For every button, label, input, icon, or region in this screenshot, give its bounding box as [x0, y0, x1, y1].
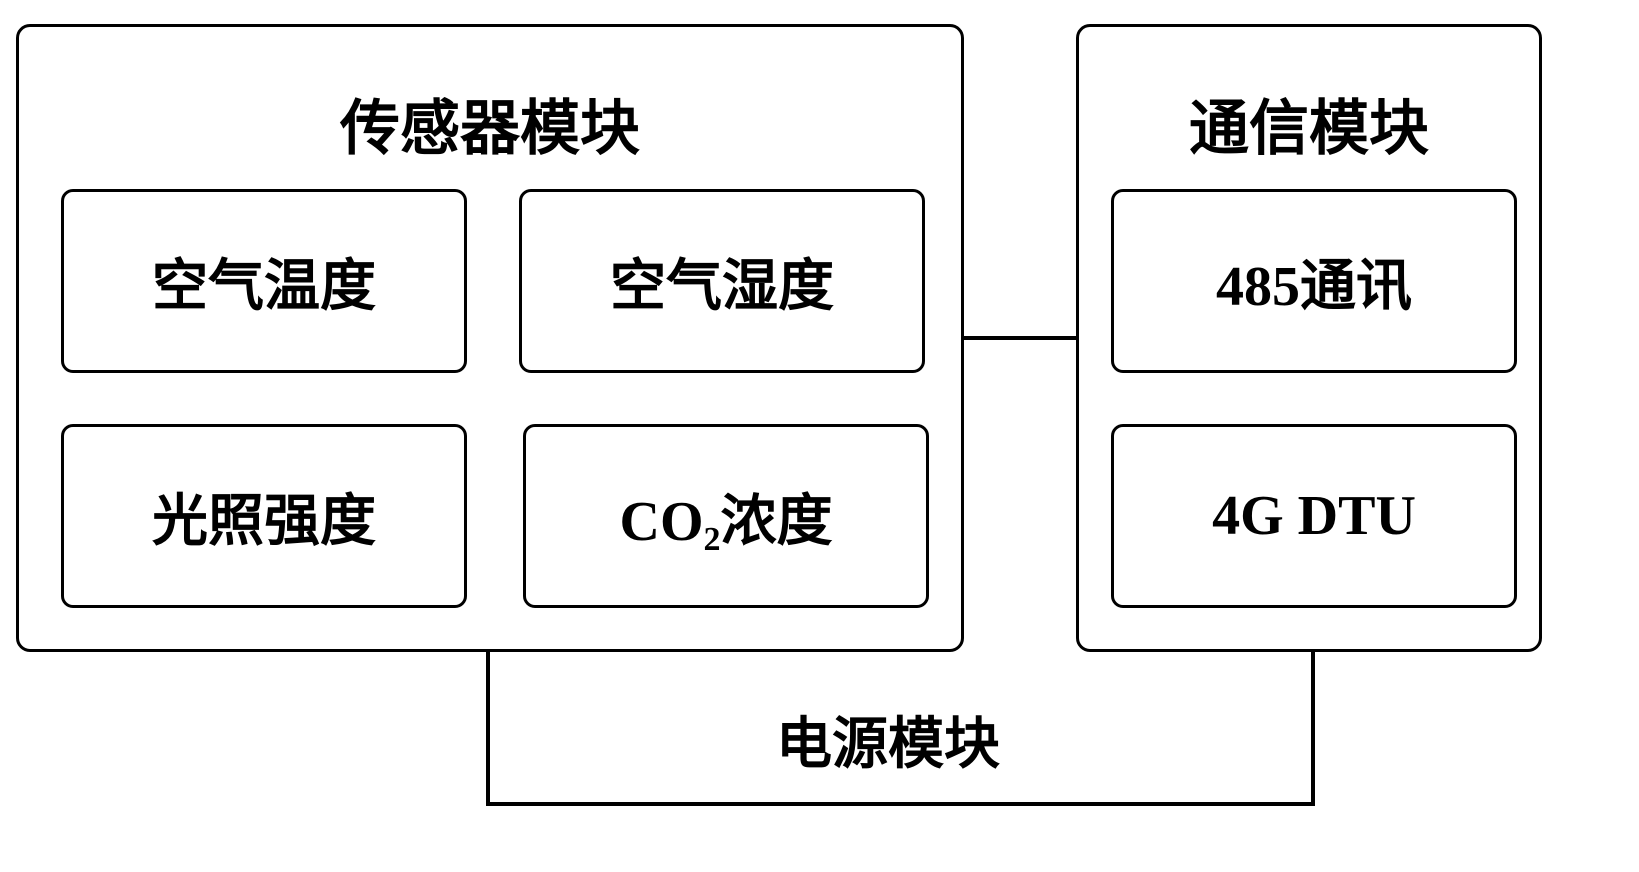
sensor-co2-concentration: CO2浓度 — [523, 424, 929, 608]
comm-module-box: 通信模块 485通讯 4G DTU — [1076, 24, 1542, 652]
comm-485-label: 485通讯 — [1216, 255, 1412, 318]
comm-4g-dtu-label: 4G DTU — [1212, 485, 1416, 547]
power-bottom-line — [486, 802, 1315, 806]
sensor-air-temperature: 空气温度 — [61, 189, 467, 373]
sensor-comm-connector — [964, 336, 1076, 340]
power-right-line — [1311, 652, 1315, 806]
comm-4g-dtu: 4G DTU — [1111, 424, 1517, 608]
co2-suffix: 浓度 — [720, 487, 833, 554]
comm-485: 485通讯 — [1111, 189, 1517, 373]
sensor-air-humidity-label: 空气湿度 — [610, 252, 834, 319]
comm-module-title: 通信模块 — [1189, 94, 1429, 164]
sensor-air-humidity: 空气湿度 — [519, 189, 925, 373]
sensor-light-intensity: 光照强度 — [61, 424, 467, 608]
sensor-light-intensity-label: 光照强度 — [152, 487, 376, 554]
co2-subscript: 2 — [703, 520, 721, 558]
co2-prefix: CO — [619, 490, 704, 553]
sensor-module-box: 传感器模块 空气温度 空气湿度 光照强度 CO2浓度 — [16, 24, 964, 652]
power-module-title: 电源模块 — [776, 711, 1000, 777]
sensor-co2-label: CO2浓度 — [620, 476, 833, 557]
power-left-line — [486, 652, 490, 806]
sensor-air-temperature-label: 空气温度 — [152, 252, 376, 319]
sensor-module-title: 传感器模块 — [340, 94, 640, 164]
